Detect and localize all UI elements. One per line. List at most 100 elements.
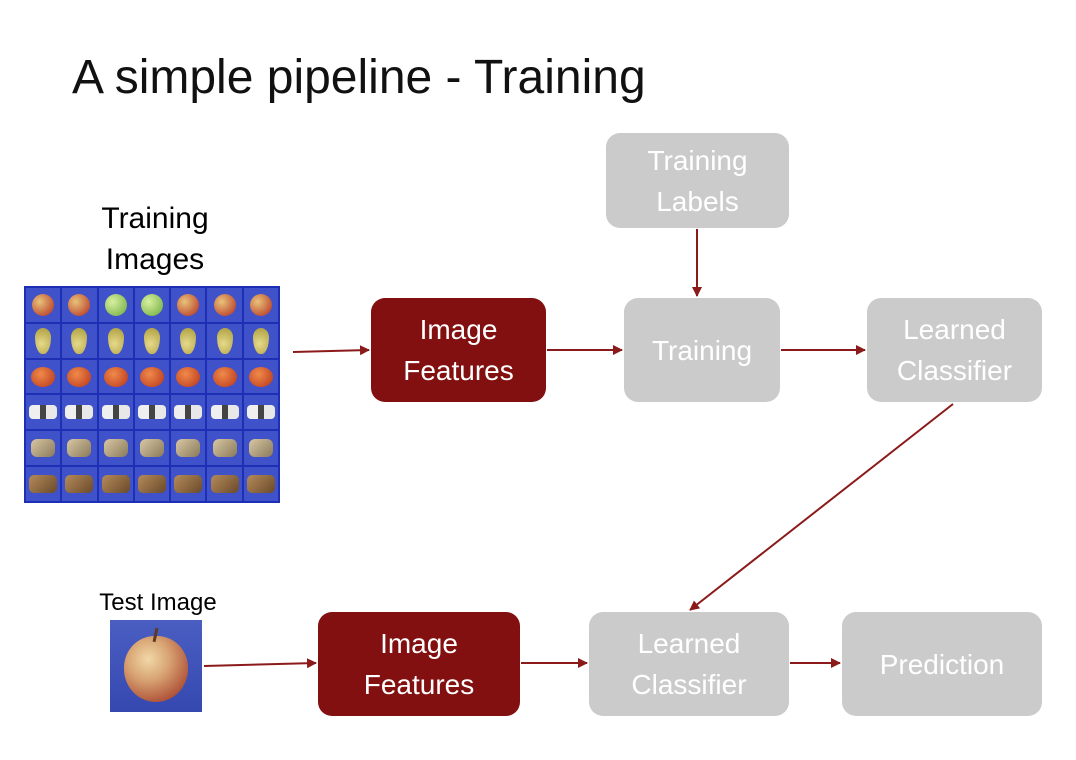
apple-icon [104,293,127,316]
thumbnail-cow [98,395,133,430]
thumbnail-horse [171,467,206,501]
thumbnail-apple [134,288,170,322]
thumbnail-tomato [243,359,278,394]
tomato-icon [139,366,164,387]
thumbnail-cow [134,395,170,430]
thumbnail-horse [62,467,97,501]
prediction-text: Prediction [879,648,1005,680]
apple-icon [124,636,188,702]
thumbnail-apple [207,288,242,322]
pear-icon [252,327,269,354]
arrow-images-to-features [292,345,370,356]
test-image [110,620,202,712]
thumbnail-dog [207,431,242,466]
horse-icon [246,475,275,494]
apple-icon [249,293,272,316]
test-image-label: Test Image [99,589,217,616]
horse-icon [29,475,58,494]
horse-icon [65,475,94,494]
thumbnail-pear [98,323,133,358]
thumbnail-horse [207,467,242,501]
dog-icon [67,439,92,458]
training-box: Training [624,298,780,402]
tomato-icon [176,366,201,387]
thumbnail-dog [62,431,97,466]
thumbnail-tomato [62,359,97,394]
thumbnail-dog [26,431,61,466]
learned-classifier-text-bottom: Learned Classifier [631,628,747,700]
thumbnail-horse [134,467,170,501]
thumbnail-horse [98,467,133,501]
thumbnail-tomato [26,359,61,394]
apple-icon [140,293,163,316]
horse-icon [210,475,239,494]
tomato-icon [103,366,128,387]
thumbnail-dog [134,431,170,466]
arrow-classifier-down [689,403,954,611]
training-text: Training [651,334,753,366]
pear-icon [216,327,233,354]
learned-classifier-box-top: Learned Classifier [867,298,1042,402]
thumbnail-cow [26,395,61,430]
cow-icon [174,405,203,420]
image-features-text-bottom: Image Features [363,628,475,700]
thumbnail-pear [134,323,170,358]
thumbnail-apple [26,288,61,322]
training-labels-box: Training Labels [606,133,789,228]
thumbnail-pear [171,323,206,358]
tomato-icon [67,366,92,387]
pear-icon [107,327,124,354]
thumbnail-tomato [207,359,242,394]
dog-icon [212,439,237,458]
training-images-label: Training Images [101,202,209,276]
tomato-icon [212,366,237,387]
thumbnail-apple [171,288,206,322]
apple-icon [177,293,200,316]
thumbnail-dog [98,431,133,466]
dog-icon [176,439,201,458]
thumbnail-dog [243,431,278,466]
image-features-text-top: Image Features [403,314,514,386]
cow-icon [101,405,130,420]
thumbnail-apple [243,288,278,322]
slide-title: A simple pipeline - Training [72,51,646,104]
cow-icon [210,405,239,420]
thumbnail-cow [207,395,242,430]
dog-icon [248,439,273,458]
pear-icon [35,327,52,354]
thumbnail-dog [171,431,206,466]
thumbnail-horse [243,467,278,501]
thumbnail-tomato [98,359,133,394]
thumbnail-cow [243,395,278,430]
thumbnail-cow [62,395,97,430]
thumbnail-cow [171,395,206,430]
thumbnail-pear [243,323,278,358]
dog-icon [103,439,128,458]
training-images-grid [24,286,280,503]
tomato-icon [31,366,56,387]
arrow-test-to-features [203,658,317,669]
image-features-box-bottom: Image Features [318,612,520,716]
horse-icon [174,475,203,494]
horse-icon [137,475,166,494]
dog-icon [139,439,164,458]
thumbnail-apple [98,288,133,322]
pear-icon [180,327,197,354]
thumbnail-tomato [134,359,170,394]
thumbnail-pear [207,323,242,358]
learned-classifier-box-bottom: Learned Classifier [589,612,789,716]
apple-icon [32,293,55,316]
thumbnail-pear [62,323,97,358]
thumbnail-horse [26,467,61,501]
dog-icon [31,439,56,458]
training-labels-text: Training Labels [647,144,748,217]
cow-icon [29,405,58,420]
cow-icon [246,405,275,420]
prediction-box: Prediction [842,612,1042,716]
learned-classifier-text-top: Learned Classifier [896,314,1013,386]
image-features-box-top: Image Features [371,298,546,402]
cow-icon [65,405,94,420]
horse-icon [101,475,130,494]
pear-icon [71,327,88,354]
